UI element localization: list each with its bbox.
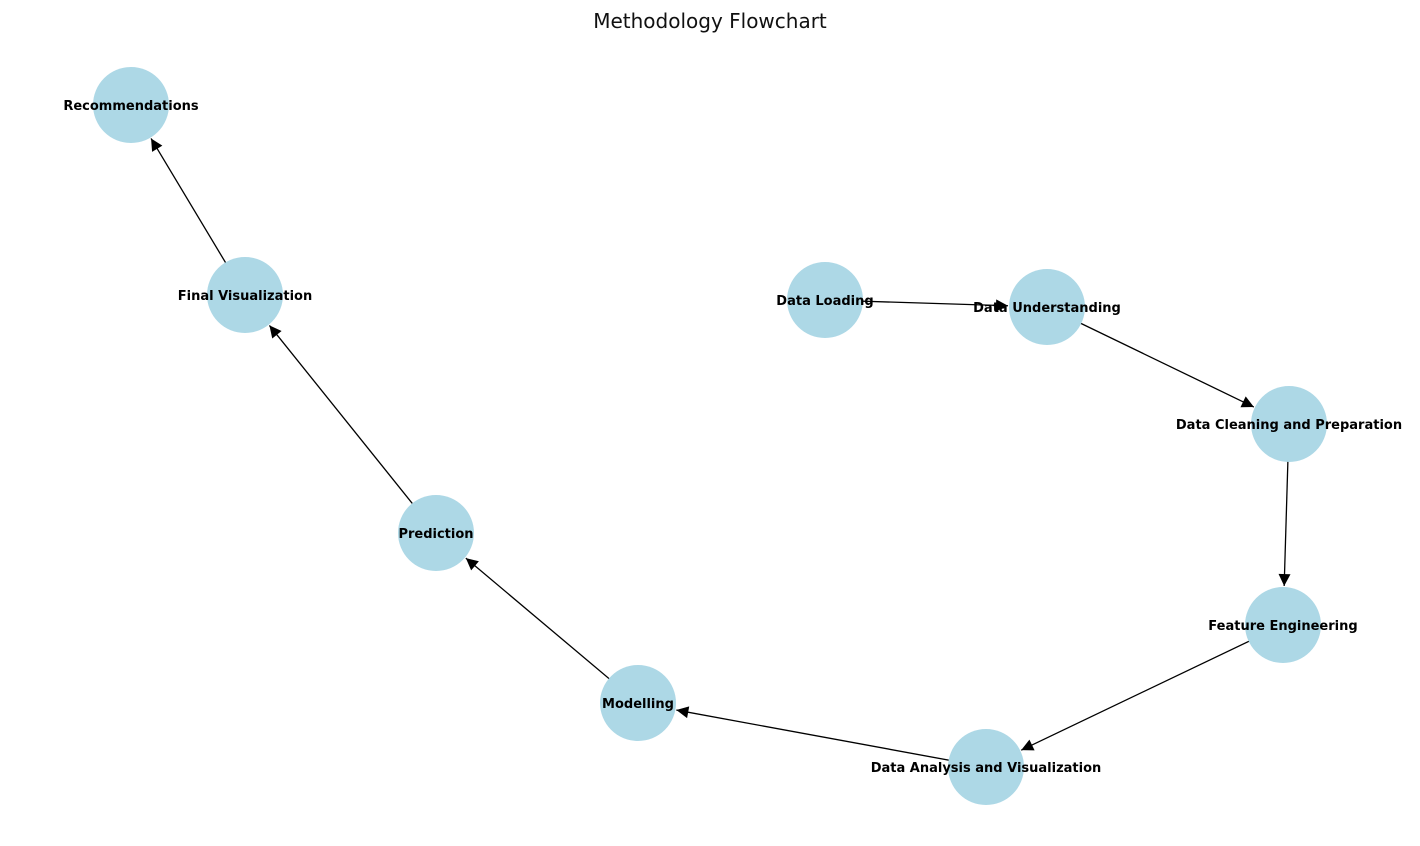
- node-circle: [1009, 269, 1085, 345]
- node-label: Feature Engineering: [1208, 619, 1357, 634]
- edge-prediction-to-final-visualization: [268, 325, 437, 534]
- node-data-loading: Data Loading: [776, 262, 874, 338]
- edge-data-understanding-to-data-cleaning: [1046, 306, 1255, 408]
- node-feature-engineering: Feature Engineering: [1208, 587, 1358, 663]
- node-prediction: Prediction: [398, 495, 474, 571]
- node-label: Data Cleaning and Preparation: [1176, 418, 1402, 433]
- node-label: Data Loading: [776, 294, 873, 309]
- node-modelling: Modelling: [600, 665, 676, 741]
- node-recommendations: Recommendations: [63, 67, 199, 143]
- node-circle: [1245, 587, 1321, 663]
- node-label: Modelling: [602, 697, 674, 712]
- node-circle: [787, 262, 863, 338]
- diagram-title: Methodology Flowchart: [593, 9, 827, 33]
- node-data-cleaning: Data Cleaning and Preparation: [1176, 386, 1402, 462]
- edge-data-analysis-to-modelling: [676, 706, 987, 768]
- node-circle: [398, 495, 474, 571]
- edges-layer: [150, 138, 1291, 768]
- node-label: Recommendations: [63, 99, 199, 114]
- node-data-understanding: Data Understanding: [973, 269, 1121, 345]
- node-final-visualization: Final Visualization: [178, 257, 313, 333]
- node-label: Prediction: [398, 527, 473, 542]
- node-circle: [1251, 386, 1327, 462]
- node-circle: [207, 257, 283, 333]
- node-label: Data Understanding: [973, 301, 1121, 316]
- node-label: Data Analysis and Visualization: [871, 761, 1102, 776]
- edge-feature-engineering-to-data-analysis: [1020, 624, 1284, 751]
- node-circle: [948, 729, 1024, 805]
- node-data-analysis: Data Analysis and Visualization: [871, 729, 1102, 805]
- node-circle: [93, 67, 169, 143]
- node-label: Final Visualization: [178, 289, 313, 304]
- node-circle: [600, 665, 676, 741]
